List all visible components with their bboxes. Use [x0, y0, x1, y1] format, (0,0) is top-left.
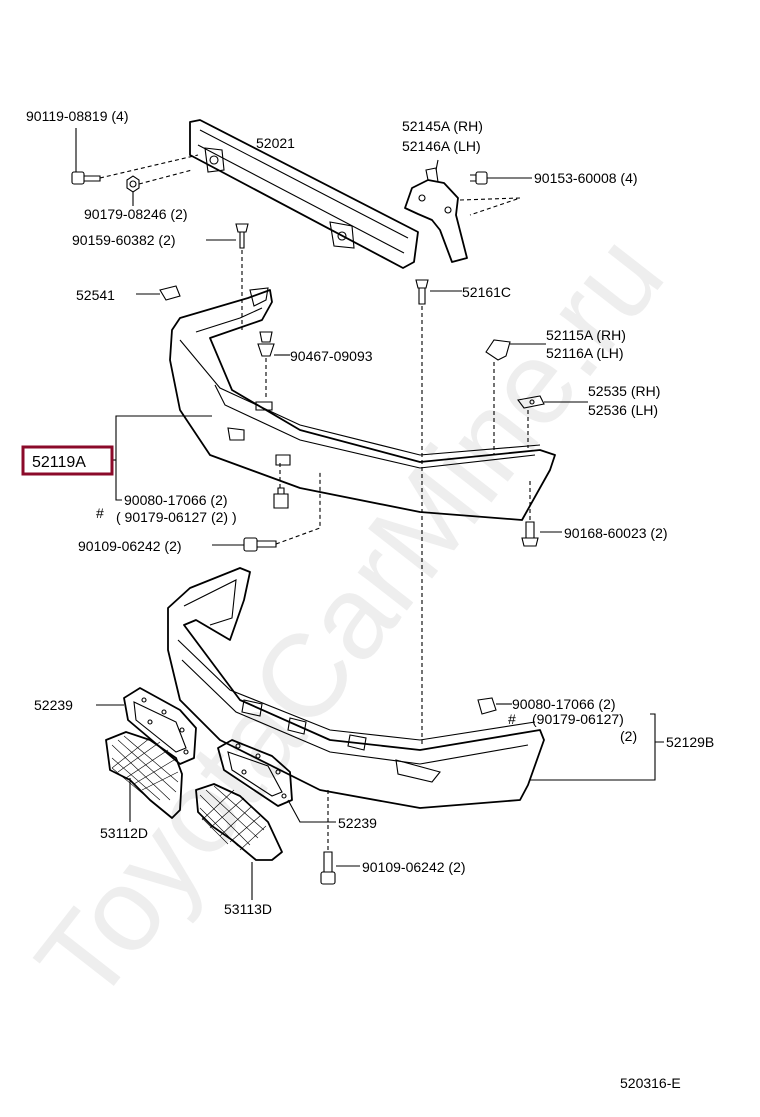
- dash-90153: [459, 197, 521, 216]
- bumper-reinforcement-52021[interactable]: [189, 119, 419, 269]
- screw-90168-icon: [521, 521, 539, 547]
- fastener-90467-icon: [257, 331, 275, 357]
- label-90179-06127-upper: ( 90179-06127 (2) ): [116, 509, 237, 525]
- label-90153-60008: 90153-60008 (4): [534, 170, 638, 186]
- leader-52119a: [115, 415, 212, 501]
- dash-90179-08246: [138, 169, 193, 185]
- label-52161c: 52161C: [462, 284, 511, 300]
- leader-52145a: [435, 159, 439, 171]
- label-52115a: 52115A (RH): [546, 327, 626, 343]
- label-52021: 52021: [256, 135, 295, 151]
- label-90179-06127-lower: (90179-06127): [532, 711, 624, 727]
- grille-53113d[interactable]: [195, 783, 283, 861]
- dash-90119: [99, 154, 199, 179]
- clip-52535-icon: [517, 395, 545, 409]
- label-90080-17066-lower: 90080-17066 (2): [512, 696, 616, 712]
- dash-90109-upper: [275, 470, 321, 545]
- nut-90179-08246-icon: [126, 175, 140, 193]
- leader-52239-right: [287, 799, 336, 823]
- bumper-bracket-52145a[interactable]: [404, 167, 468, 263]
- label-90109-06242-lower: 90109-06242 (2): [362, 859, 466, 875]
- label-52536: 52536 (LH): [588, 402, 658, 418]
- clip-52541-icon: [159, 285, 181, 301]
- label-90179-06127-lower-qty: (2): [620, 728, 637, 744]
- bolt-90109-upper-icon: [243, 537, 277, 552]
- label-53112d: 53112D: [100, 825, 148, 841]
- bolt-90109-lower-icon: [320, 851, 336, 885]
- label-90168-60023: 90168-60023 (2): [564, 525, 668, 541]
- highlight-box-52119a: [21, 445, 114, 476]
- diagram-code: 520316-E: [620, 1075, 681, 1091]
- bracket-52115a-icon: [485, 339, 511, 361]
- grille-53112d[interactable]: [105, 731, 183, 819]
- label-90159-60382: 90159-60382 (2): [72, 232, 176, 248]
- front-bumper-lower-52129b[interactable]: [167, 567, 545, 809]
- gasket-52239-left[interactable]: [123, 687, 197, 765]
- hash-mark-upper: #: [96, 505, 104, 521]
- label-52145a: 52145A (RH): [402, 118, 483, 134]
- label-52239-right: 52239: [338, 815, 377, 831]
- bolt-90119-icon: [71, 171, 101, 185]
- label-52129b: 52129B: [666, 734, 714, 750]
- gasket-52239-right[interactable]: [217, 739, 293, 807]
- clip-90080-lower-icon: [477, 697, 497, 715]
- hash-mark-lower: #: [508, 711, 516, 727]
- leader-52129b: [530, 713, 664, 781]
- clip-90080-upper-icon: [273, 487, 289, 509]
- label-52541: 52541: [76, 287, 115, 303]
- label-90467-09093: 90467-09093: [290, 348, 373, 364]
- clip-52161c-icon: [415, 279, 429, 305]
- label-90109-06242-upper: 90109-06242 (2): [78, 538, 182, 554]
- label-90179-08246: 90179-08246 (2): [84, 206, 188, 222]
- bolt-90153-icon: [470, 171, 488, 185]
- front-bumper-upper-52119a[interactable]: [169, 287, 556, 521]
- label-90119-08819: 90119-08819 (4): [26, 108, 128, 124]
- label-52116a: 52116A (LH): [546, 345, 624, 361]
- label-90080-17066-upper: 90080-17066 (2): [124, 492, 228, 508]
- label-53113d: 53113D: [224, 901, 272, 917]
- label-52146a: 52146A (LH): [402, 138, 481, 154]
- screw-90159-icon: [235, 223, 249, 249]
- label-52535: 52535 (RH): [588, 383, 660, 399]
- label-52119a[interactable]: 52119A: [32, 454, 86, 471]
- label-52239-left: 52239: [34, 697, 73, 713]
